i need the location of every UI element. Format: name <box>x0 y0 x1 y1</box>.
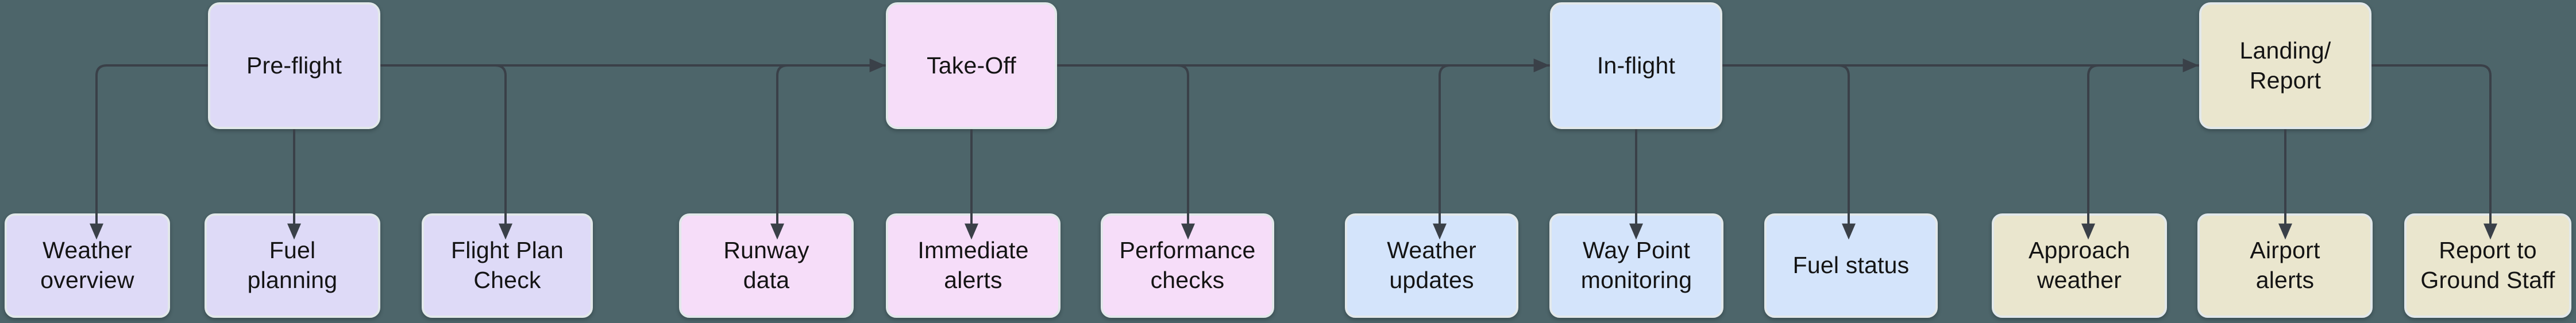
node-performance-checks[interactable]: Performance checks <box>1101 213 1274 318</box>
node-flight-plan-check[interactable]: Flight Plan Check <box>422 213 593 318</box>
node-approach-weather-label: Approach weather <box>2028 237 2131 293</box>
node-report-to-ground-staff[interactable]: Report to Ground Staff <box>2404 213 2571 318</box>
node-pre-flight[interactable]: Pre-flight <box>208 2 380 129</box>
edge-pre-flight-to-weather-overview <box>90 64 208 240</box>
node-airport-alerts-label: Airport alerts <box>2250 237 2320 293</box>
edge-take-off-to-runway-data <box>770 64 886 240</box>
node-weather-overview-label: Weather overview <box>40 237 134 293</box>
node-immediate-alerts[interactable]: Immediate alerts <box>886 213 1061 318</box>
edge-landing-report-to-approach-weather <box>2081 64 2199 240</box>
node-airport-alerts[interactable]: Airport alerts <box>2197 213 2373 318</box>
node-fuel-status[interactable]: Fuel status <box>1764 213 1938 318</box>
node-weather-updates[interactable]: Weather updates <box>1345 213 1518 318</box>
node-take-off-label: Take-Off <box>927 52 1016 79</box>
edge-in-flight-to-weather-updates <box>1433 64 1550 240</box>
edge-take-off-to-performance-checks <box>1057 64 1195 240</box>
node-fuel-planning-label: Fuel planning <box>247 237 338 293</box>
node-pre-flight-label: Pre-flight <box>246 52 342 79</box>
node-in-flight[interactable]: In-flight <box>1550 2 1722 129</box>
node-runway-data-label: Runway data <box>723 237 809 293</box>
node-take-off[interactable]: Take-Off <box>886 2 1057 129</box>
node-in-flight-label: In-flight <box>1596 52 1676 79</box>
node-report-to-ground-staff-label: Report to Ground Staff <box>2420 237 2555 293</box>
node-landing-report-label: Landing/ Report <box>2239 37 2331 94</box>
node-weather-updates-label: Weather updates <box>1387 237 1476 293</box>
node-fuel-planning[interactable]: Fuel planning <box>205 213 380 318</box>
node-flight-plan-check-label: Flight Plan Check <box>451 237 564 293</box>
node-fuel-status-label: Fuel status <box>1792 252 1910 279</box>
node-immediate-alerts-label: Immediate alerts <box>917 237 1029 293</box>
node-approach-weather[interactable]: Approach weather <box>1992 213 2167 318</box>
node-weather-overview[interactable]: Weather overview <box>5 213 170 318</box>
node-way-point-monitoring-label: Way Point monitoring <box>1580 237 1692 293</box>
edge-pre-flight-to-flight-plan-check <box>380 64 512 240</box>
node-runway-data[interactable]: Runway data <box>679 213 854 318</box>
edge-landing-report-to-report-to-ground-staff <box>2371 64 2497 240</box>
edge-in-flight-to-fuel-status <box>1722 64 1856 240</box>
node-way-point-monitoring[interactable]: Way Point monitoring <box>1549 213 1723 318</box>
node-performance-checks-label: Performance checks <box>1119 237 1256 293</box>
node-landing-report[interactable]: Landing/ Report <box>2199 2 2371 129</box>
